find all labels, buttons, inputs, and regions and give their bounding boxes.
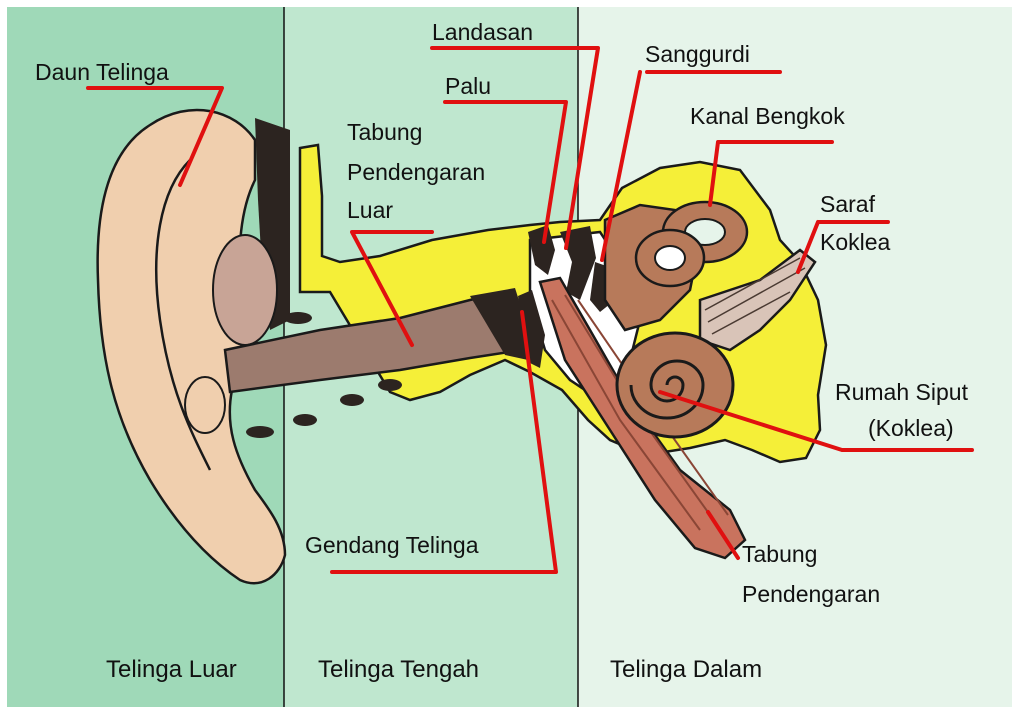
label-eardrum: Gendang Telinga [305,532,479,558]
bone-hole-5 [293,414,317,426]
zone-label-outer: Telinga Luar [106,656,237,683]
semicircular-canal-2-hole [655,246,685,270]
label-ear-canal-line-3: Luar [347,197,393,223]
zone-label-inner: Telinga Dalam [610,656,762,683]
label-ear-canal-line-1: Tabung [347,119,422,145]
label-stapes: Sanggurdi [645,41,750,67]
label-eustachian-tube-line-1: Tabung [742,541,817,567]
label-cochlea-line-1: Rumah Siput [835,379,969,405]
tragus [185,377,225,433]
label-ear-canal-line-2: Pendengaran [347,159,485,185]
label-eustachian-tube-line-2: Pendengaran [742,581,880,607]
bone-hole-2 [340,394,364,406]
bone-hole-1 [284,312,312,324]
label-malleus: Palu [445,73,491,99]
label-semicircular-canals: Kanal Bengkok [690,103,845,129]
label-cochlear-nerve-line-1: Saraf [820,191,876,217]
label-cochlear-nerve-line-2: Koklea [820,229,891,255]
label-incus: Landasan [432,19,533,45]
zone-label-middle: Telinga Tengah [318,656,479,683]
bone-hole-4 [246,426,274,438]
bone-hole-3 [378,379,402,391]
label-cochlea-line-2: (Koklea) [868,415,954,441]
concha [213,235,277,345]
label-auricle: Daun Telinga [35,59,169,85]
cochlea-outer [617,333,733,437]
